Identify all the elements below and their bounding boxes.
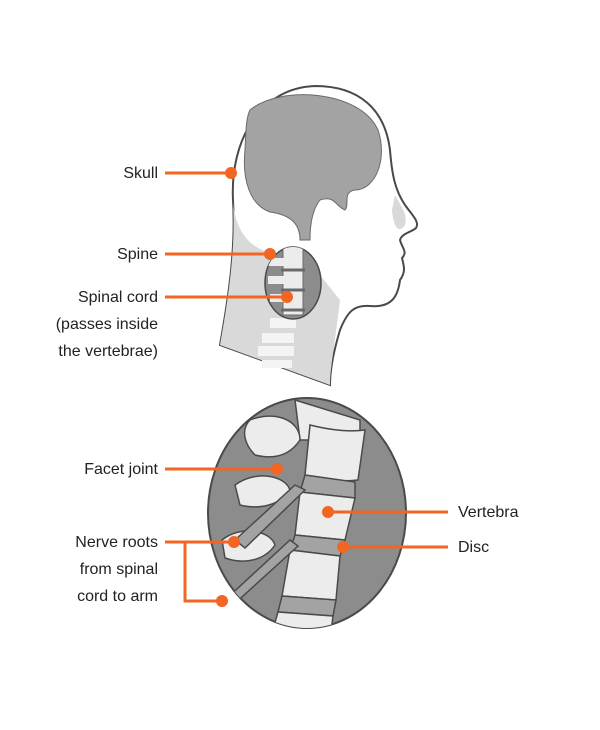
label-spinal-cord-note-2: the vertebrae) <box>58 343 158 360</box>
label-nerve-roots: Nerve roots from spinal cord to arm <box>75 529 158 610</box>
facet-joint-dot <box>271 463 283 475</box>
label-vertebra: Vertebra <box>458 504 519 521</box>
leader-lines <box>165 171 448 603</box>
label-nerve-roots-1: Nerve roots <box>75 534 158 551</box>
label-spinal-cord-note-1: (passes inside <box>55 316 158 333</box>
cervical-spine-closeup <box>207 397 407 629</box>
disc-dot <box>337 541 349 553</box>
nerve-roots-leader-2 <box>183 542 222 603</box>
spinal-cord-dot <box>281 291 293 303</box>
nerve-root-dot-2 <box>216 595 228 607</box>
neck-vertebrae <box>258 318 296 368</box>
label-facet-joint: Facet joint <box>84 461 158 478</box>
leader-dots <box>216 167 349 607</box>
label-nerve-roots-2: from spinal <box>79 561 158 578</box>
label-nerve-roots-3: cord to arm <box>77 588 158 605</box>
nerve-root-dot-1 <box>228 536 240 548</box>
label-spinal-cord-title: Spinal cord <box>77 289 158 306</box>
skull-dot <box>225 167 237 179</box>
spine-dot <box>264 248 276 260</box>
label-spine: Spine <box>117 246 158 263</box>
vertebra-dot <box>322 506 334 518</box>
head-illustration <box>218 84 418 387</box>
label-disc: Disc <box>458 539 490 556</box>
label-skull: Skull <box>123 165 158 182</box>
label-spinal-cord: Spinal cord (passes inside the vertebrae… <box>56 284 158 365</box>
